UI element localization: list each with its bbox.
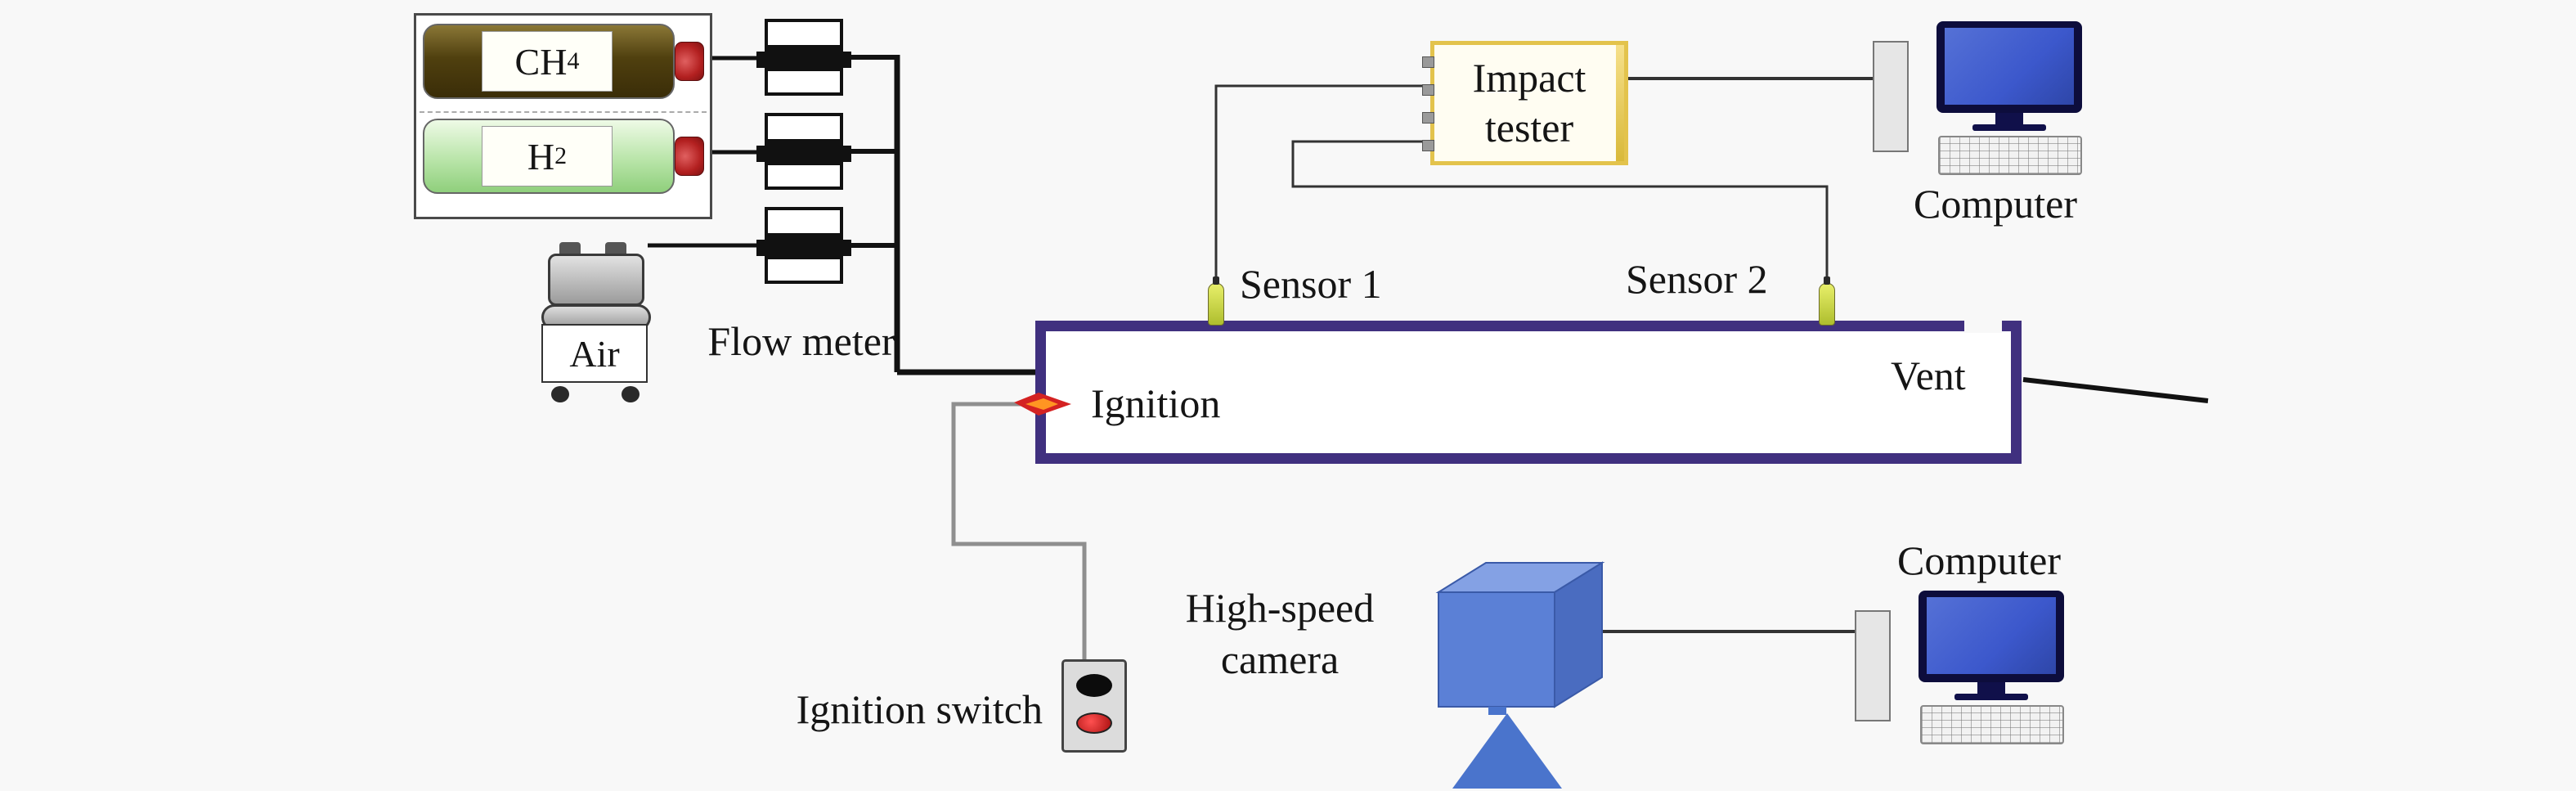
compressor-wheel-icon — [551, 386, 569, 402]
impact-tester-label-line1: Impact — [1472, 55, 1586, 101]
sensor-2 — [1819, 276, 1835, 326]
impact-tester: Impact tester — [1422, 41, 1628, 165]
vent-label: Vent — [1891, 353, 1966, 398]
wire-ignition-switch — [951, 402, 1087, 661]
cylinder-separator-line — [420, 111, 707, 113]
wire-sensor2-to-tester — [1291, 140, 1829, 283]
ch4-label-text: CH — [514, 40, 568, 83]
flow-meter-2-band — [768, 139, 840, 165]
computer-screen — [1927, 597, 2056, 674]
camera-lens-neck — [1488, 707, 1506, 715]
ch4-cylinder-valve-cap — [675, 42, 704, 81]
ignition-switch-red-button — [1076, 712, 1112, 734]
computer-keyboard-icon — [1920, 705, 2064, 744]
computer-monitor-icon — [1919, 591, 2064, 682]
monitor-stand — [1995, 113, 2023, 124]
flow-meter-2 — [756, 113, 851, 190]
air-compressor: Air — [540, 242, 654, 406]
ch4-label-subscript: 4 — [567, 47, 580, 74]
impact-tester-side-strip — [1616, 45, 1624, 161]
sensor-1 — [1208, 276, 1224, 326]
computer-top-label: Computer — [1914, 181, 2077, 227]
flow-meter-3 — [756, 207, 851, 284]
flow-meter-1 — [756, 19, 851, 96]
monitor-base — [1972, 124, 2046, 131]
computer-keyboard-icon — [1938, 136, 2082, 175]
wire-sensor1-to-tester — [1214, 84, 1424, 283]
sensor-2-tip — [1824, 276, 1830, 285]
flow-meter-3-outlet — [840, 240, 851, 256]
camera-front-face — [1438, 591, 1555, 708]
computer-bottom — [1855, 591, 2067, 748]
computer-bottom-label: Computer — [1897, 537, 2061, 583]
ignition-switch-black-button — [1076, 674, 1112, 697]
compressor-wheel-icon — [622, 386, 640, 402]
monitor-stand — [1977, 682, 2005, 694]
h2-label-subscript: 2 — [554, 142, 568, 169]
sensor-2-label: Sensor 2 — [1626, 256, 1768, 302]
flow-meter-2-inlet — [756, 146, 768, 162]
impact-tester-label-line2: tester — [1484, 105, 1574, 151]
monitor-base — [1954, 694, 2028, 700]
h2-cylinder-valve-cap — [675, 137, 704, 176]
flow-meter-label: Flow meter — [707, 318, 895, 364]
camera-label-line1: High-speed — [1185, 585, 1375, 631]
impact-tester-connector — [1422, 140, 1434, 151]
flow-meter-1-inlet — [756, 52, 768, 68]
flow-meter-2-outlet — [840, 146, 851, 162]
impact-tester-connector — [1422, 112, 1434, 124]
high-speed-camera-label: High-speed camera — [1145, 582, 1415, 685]
computer-screen — [1945, 28, 2074, 105]
computer-tower-icon — [1873, 41, 1909, 152]
compressor-motor — [548, 254, 644, 306]
sensor-1-label: Sensor 1 — [1240, 261, 1382, 307]
ignition-flame-icon — [1014, 393, 1071, 416]
flow-meter-1-band — [768, 45, 840, 71]
flow-meter-3-inlet — [756, 240, 768, 256]
compressor-fitting-icon — [559, 242, 581, 257]
ignition-label: Ignition — [1091, 380, 1221, 426]
flow-meter-1-outlet — [840, 52, 851, 68]
computer-tower-icon — [1855, 610, 1891, 721]
tube-vent-opening — [1964, 319, 2002, 333]
wire-vent-outlet — [2022, 377, 2209, 403]
camera-label-line2: camera — [1220, 636, 1340, 682]
sensor-1-tip — [1213, 276, 1219, 285]
compressor-fitting-icon — [605, 242, 626, 257]
h2-label-text: H — [527, 135, 555, 178]
flame-inner — [1025, 398, 1058, 410]
camera-lens-cone — [1452, 713, 1562, 789]
impact-tester-connector — [1422, 84, 1434, 96]
computer-top — [1873, 21, 2085, 178]
combustion-tube — [1035, 321, 2022, 464]
impact-tester-connector — [1422, 56, 1434, 68]
computer-monitor-icon — [1936, 21, 2082, 113]
flow-meter-3-band — [768, 233, 840, 259]
air-label: Air — [541, 324, 648, 383]
ignition-switch-label: Ignition switch — [796, 686, 1043, 732]
ignition-switch — [1061, 659, 1127, 753]
